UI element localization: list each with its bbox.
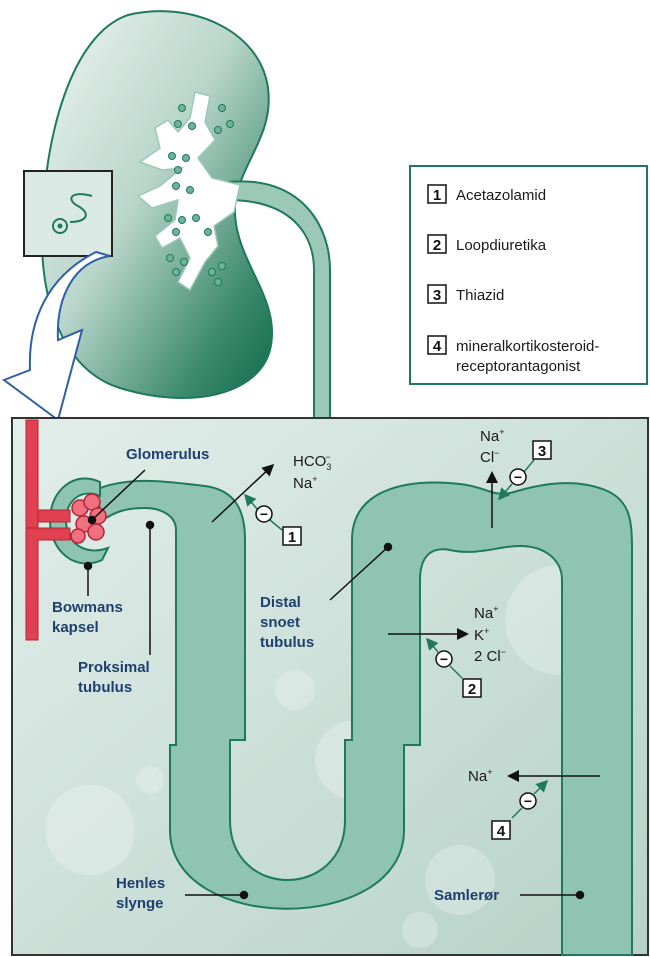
legend-num-3: 3 [433, 287, 441, 304]
tubule [93, 479, 633, 956]
zoom-box [23, 170, 113, 257]
kidney [40, 10, 331, 419]
zoom-arrow [1, 250, 111, 422]
site2-marker: 2 [468, 681, 476, 698]
label-samlerør: Samlerør [434, 887, 499, 904]
site4-minus: − [524, 793, 532, 809]
site1-marker: 1 [288, 529, 296, 546]
nephron-panel: Glomerulus Bowmans kapsel Proksimal tubu… [11, 417, 649, 956]
label-proksimal-1: Proksimal [78, 659, 150, 676]
site2-ion-2: K+ [474, 626, 489, 644]
label-bowmans-1: Bowmans [52, 599, 123, 616]
site1-ion-2: Na+ [293, 474, 317, 492]
legend-label-4-line2: receptorantagonist [456, 358, 581, 375]
label-bowmans-2: kapsel [52, 619, 99, 636]
site3-minus: − [514, 469, 522, 485]
site1-ion-1: HCO3− [293, 452, 331, 472]
legend-box-1 [427, 184, 447, 204]
legend-num-4: 4 [433, 338, 442, 355]
site1-inhibit-arrow [244, 493, 259, 511]
site2-minus-circle [435, 650, 453, 668]
label-distal-2: snoet [260, 614, 300, 631]
site1-minus-circle [255, 505, 273, 523]
pointer-distal [329, 546, 389, 601]
legend-box-2 [427, 234, 447, 254]
label-henles-2: slynge [116, 895, 164, 912]
pointer-glomerulus [91, 469, 146, 521]
label-distal-3: tubulus [260, 634, 314, 651]
site2-ion-3: 2 Cl− [474, 647, 506, 665]
site1-arrow [211, 463, 275, 523]
label-henles-1: Henles [116, 875, 165, 892]
legend: 1 Acetazolamid 2 Loopdiuretika 3 Thiazid… [409, 165, 648, 385]
legend-num-1: 1 [433, 187, 441, 204]
site4-ion: Na+ [468, 767, 492, 785]
site4-marker-box [491, 820, 511, 840]
site4-marker: 4 [497, 823, 506, 840]
site3-marker: 3 [538, 443, 546, 460]
site2-marker-box [462, 678, 482, 698]
legend-num-2: 2 [433, 237, 441, 254]
legend-label-2: Loopdiuretika [456, 237, 547, 254]
site1-marker-box [282, 526, 302, 546]
site1-minus: − [260, 506, 268, 522]
site3-ion-2: Cl− [480, 448, 499, 466]
label-proksimal-2: tubulus [78, 679, 132, 696]
site3-inhibit-arrow [498, 483, 513, 501]
label-distal-1: Distal [260, 594, 301, 611]
legend-label-1: Acetazolamid [456, 187, 546, 204]
legend-box-4 [427, 335, 447, 355]
bowmans-capsule [48, 477, 111, 565]
vessel-efferent [25, 527, 71, 641]
label-glomerulus: Glomerulus [126, 446, 209, 463]
site4-inhibit-arrow [533, 779, 549, 795]
site2-ion-1: Na+ [474, 604, 498, 622]
site3-ion-1: Na+ [480, 427, 504, 445]
site3-marker-box [532, 440, 552, 460]
site3-minus-circle [509, 468, 527, 486]
legend-box-3 [427, 284, 447, 304]
site2-minus: − [440, 651, 448, 667]
legend-label-3: Thiazid [456, 287, 504, 304]
legend-label-4: mineralkortikosteroid- [456, 338, 599, 355]
site2-inhibit-arrow [426, 637, 439, 653]
site4-minus-circle [519, 792, 537, 810]
